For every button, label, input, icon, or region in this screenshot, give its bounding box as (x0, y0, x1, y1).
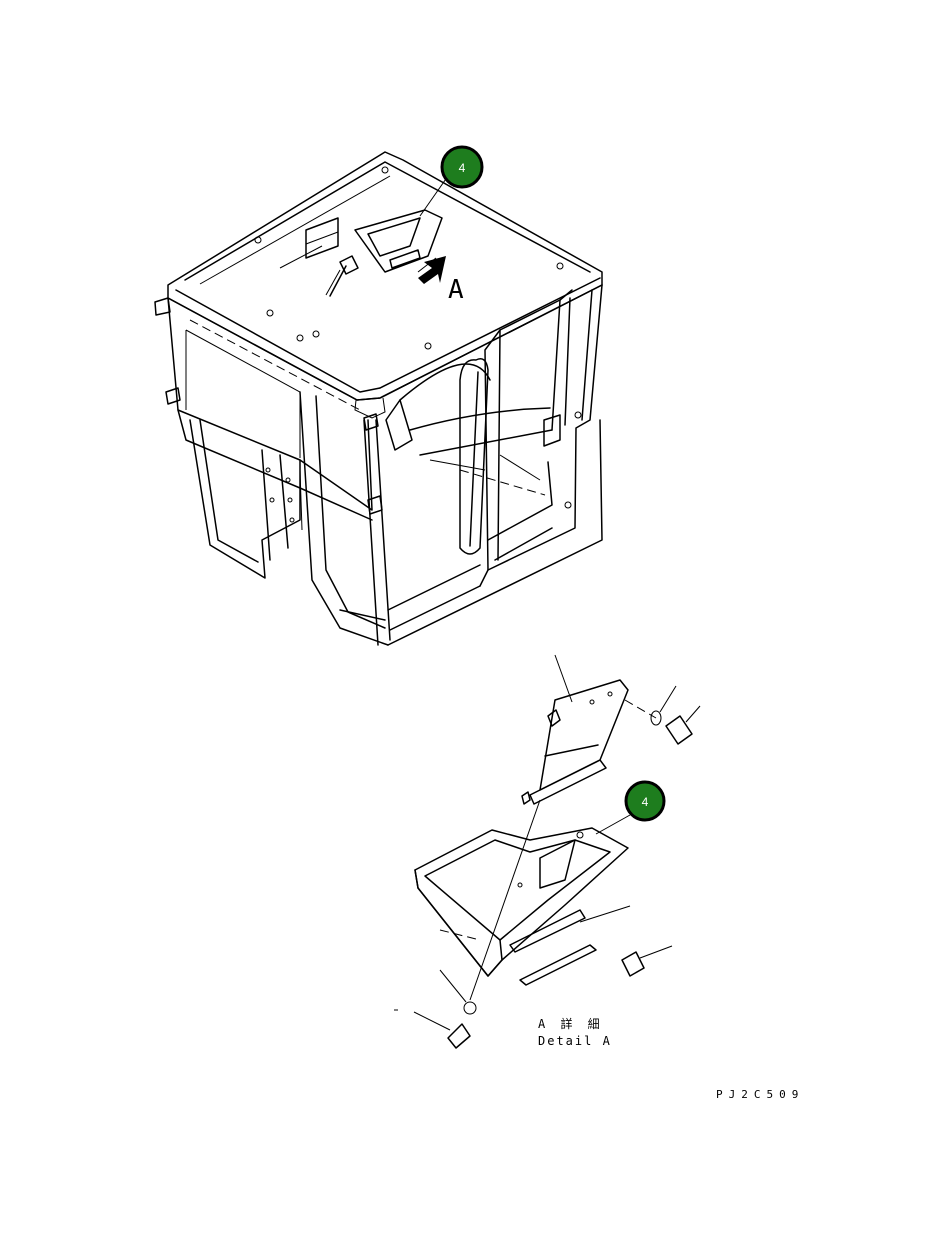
view-arrow-a-label: A (448, 275, 464, 305)
bolt-bottom (394, 1009, 471, 1049)
roof-label-plate (279, 217, 339, 269)
washer-top (650, 685, 677, 726)
part-callout-4-detail[interactable]: 4 (595, 780, 666, 835)
part-callout-4-detail-number: 4 (642, 795, 649, 809)
bolt-right (621, 945, 673, 977)
drawing-code: PJ2C509 (716, 1088, 804, 1101)
part-callout-4-top-number: 4 (459, 161, 466, 175)
storage-tray-on-cab (354, 175, 449, 273)
detail-caption-english: Detail A (538, 1034, 612, 1048)
roof-bolt (325, 255, 359, 297)
view-arrow-a: A (417, 256, 464, 305)
detail-a-assembly (521, 654, 657, 805)
storage-tray-detail (414, 799, 631, 1001)
detail-caption-japanese: A 詳 細 (538, 1016, 604, 1031)
part-callout-4-top[interactable]: 4 (440, 145, 484, 189)
cab-assembly (154, 151, 603, 646)
bolt-top (665, 705, 701, 745)
washer-bottom (439, 969, 477, 1015)
